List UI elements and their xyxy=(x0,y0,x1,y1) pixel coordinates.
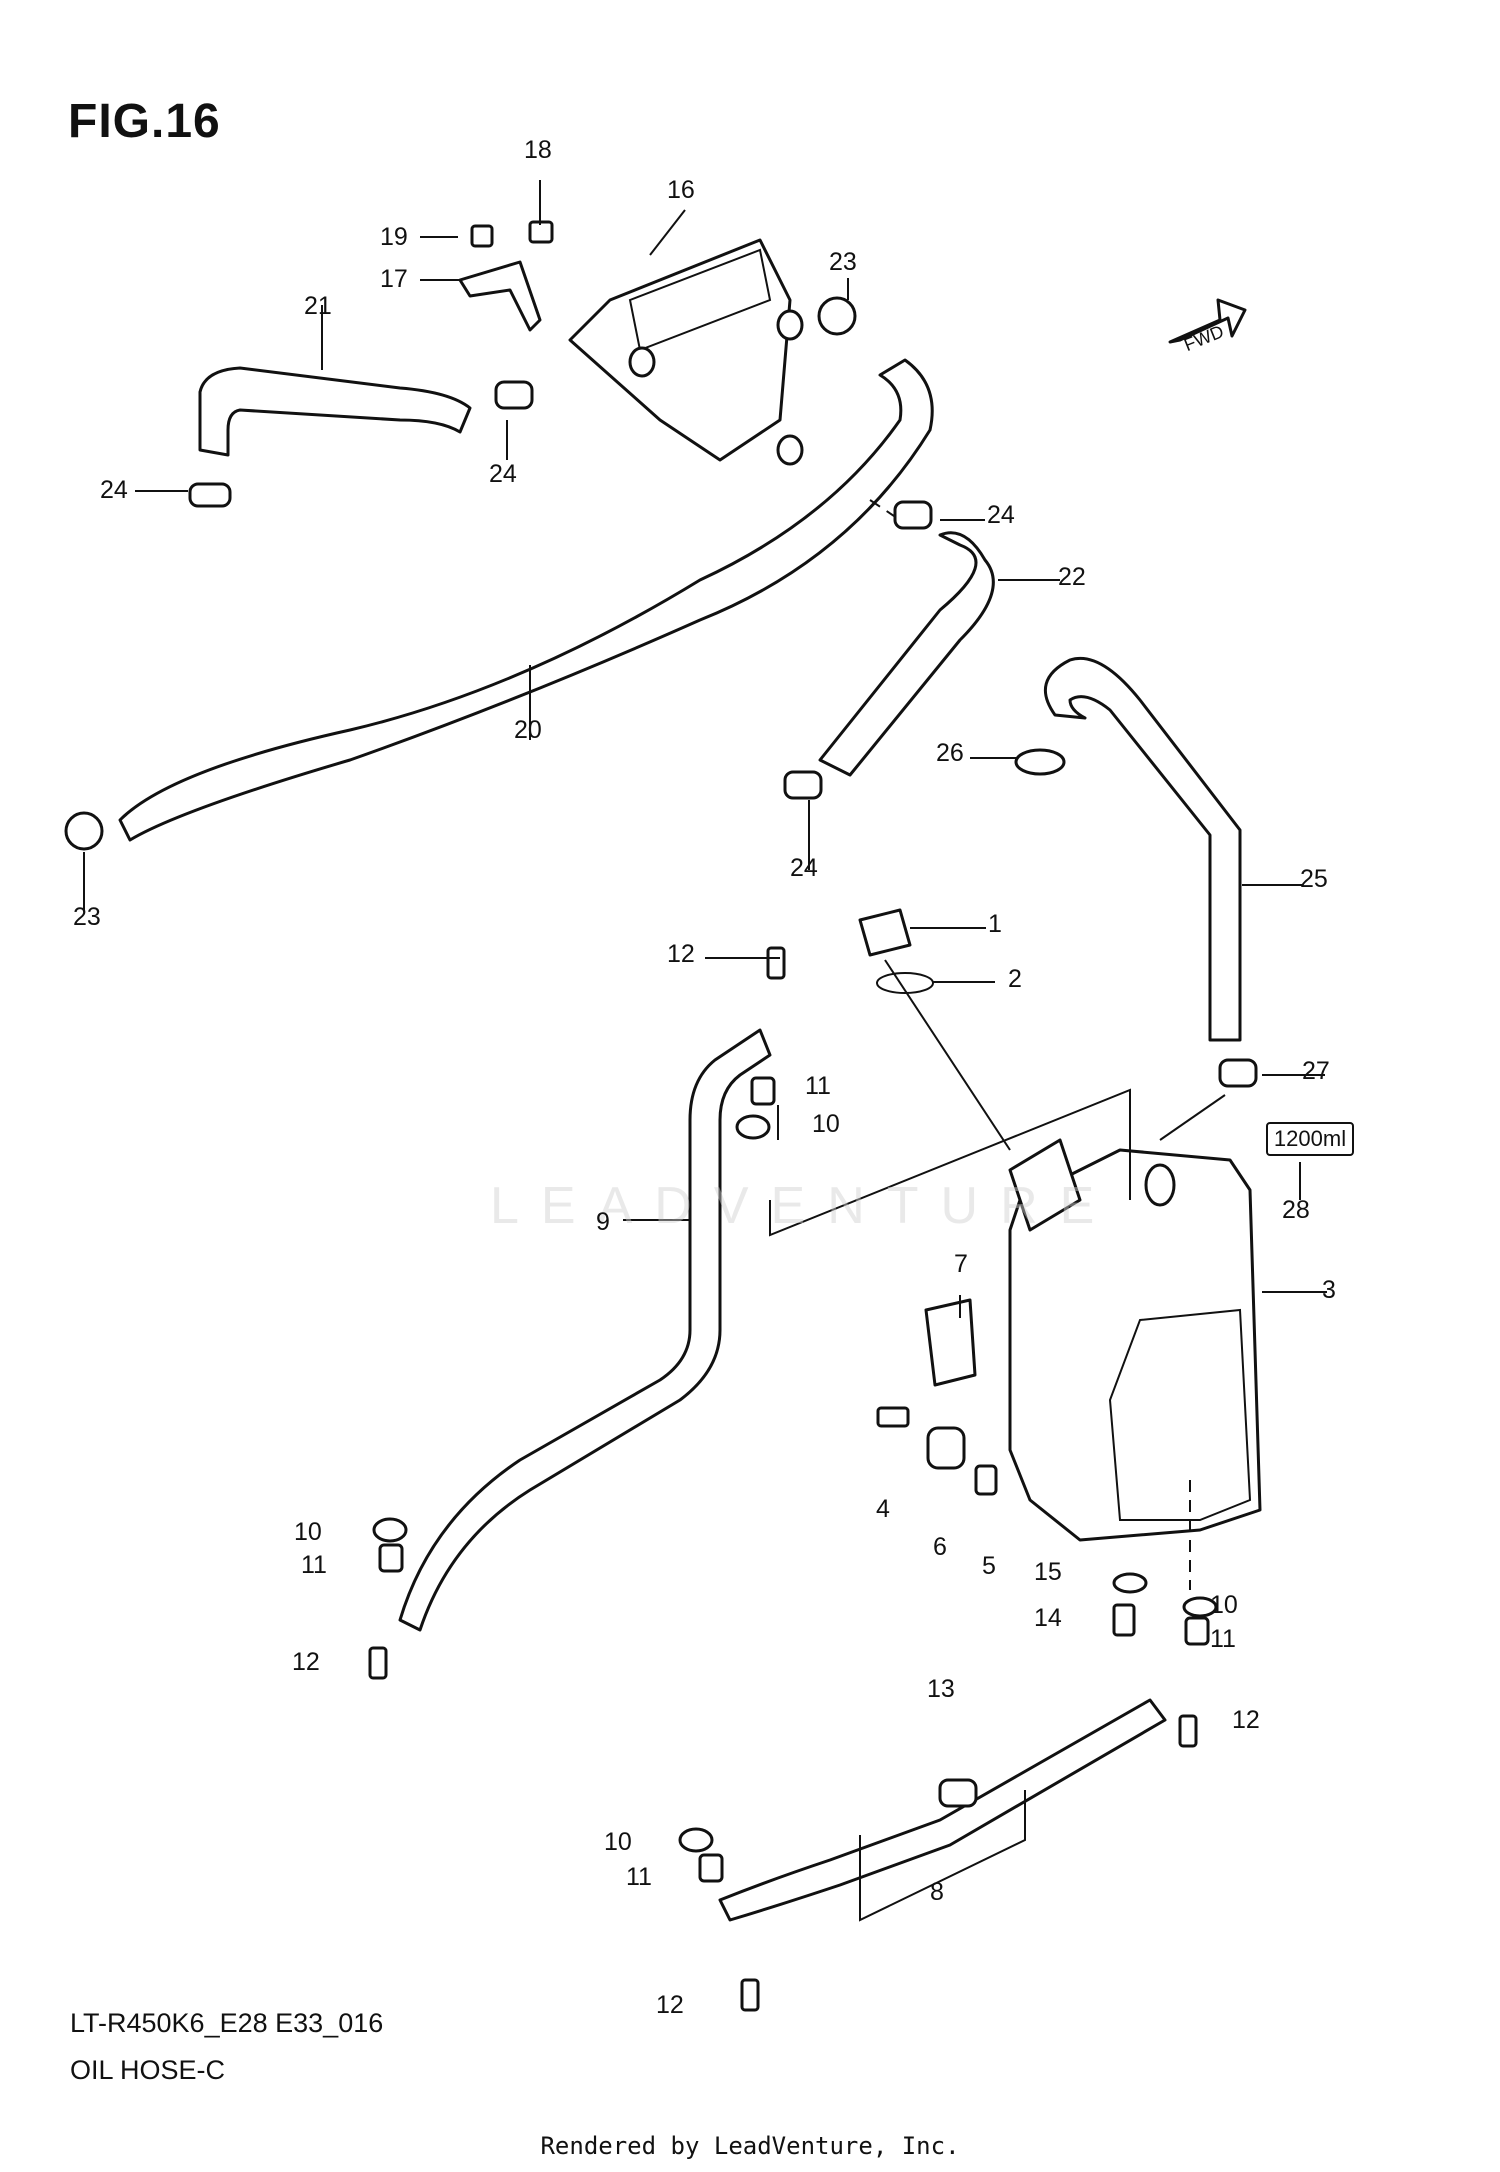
callout-28[interactable]: 28 xyxy=(1282,1196,1310,1224)
callout-3[interactable]: 3 xyxy=(1322,1276,1336,1304)
clamp-part xyxy=(188,482,232,508)
hose-25-part xyxy=(1044,656,1242,1042)
rendered-by-credit: Rendered by LeadVenture, Inc. xyxy=(540,2132,960,2160)
washer-part xyxy=(817,296,857,336)
watermark-text: LEADVENTURE xyxy=(490,1177,1117,1235)
clamp-part xyxy=(1218,1058,1258,1088)
callout-24d[interactable]: 24 xyxy=(790,854,818,882)
fitting-part xyxy=(378,1543,404,1573)
clamp-part xyxy=(783,770,823,800)
callout-20[interactable]: 20 xyxy=(514,716,542,744)
hose-22-part xyxy=(818,531,995,777)
callout-11c[interactable]: 11 xyxy=(1210,1625,1236,1653)
callout-26[interactable]: 26 xyxy=(936,739,964,767)
clamp-part xyxy=(494,380,534,410)
fitting-part xyxy=(698,1853,724,1883)
callout-24a[interactable]: 24 xyxy=(100,476,128,504)
model-code: LT-R450K6_E28 E33_016 xyxy=(70,2008,384,2038)
diagram-name: OIL HOSE-C xyxy=(70,2055,226,2085)
callout-22[interactable]: 22 xyxy=(1058,563,1086,591)
bolt-part xyxy=(1178,1714,1198,1748)
washer-part xyxy=(1182,1596,1218,1618)
plate-part xyxy=(924,1298,977,1387)
figure-title: FIG.16 xyxy=(68,95,221,148)
grommet-part xyxy=(926,1426,966,1470)
dipstick-part xyxy=(858,908,1011,1151)
callout-2[interactable]: 2 xyxy=(1008,965,1022,993)
oil-tank-part xyxy=(1008,1138,1262,1542)
breather-box-part xyxy=(568,238,804,466)
callout-27[interactable]: 27 xyxy=(1302,1057,1330,1085)
callout-24c[interactable]: 24 xyxy=(987,501,1015,529)
callout-7[interactable]: 7 xyxy=(954,1250,968,1278)
fwd-arrow-icon: FWD xyxy=(1168,298,1247,355)
callout-4[interactable]: 4 xyxy=(876,1495,890,1523)
callout-12c[interactable]: 12 xyxy=(1232,1706,1260,1734)
callout-12d[interactable]: 12 xyxy=(656,1991,684,2019)
callout-12b[interactable]: 12 xyxy=(292,1648,320,1676)
callout-11a[interactable]: 11 xyxy=(805,1072,831,1100)
callout-13[interactable]: 13 xyxy=(927,1675,955,1703)
callout-10b[interactable]: 10 xyxy=(294,1518,322,1546)
callout-25[interactable]: 25 xyxy=(1300,865,1328,893)
callout-5[interactable]: 5 xyxy=(982,1552,996,1580)
callout-21[interactable]: 21 xyxy=(304,292,332,320)
bolt-part xyxy=(876,1406,910,1428)
bolt-part xyxy=(368,1646,388,1680)
callout-14[interactable]: 14 xyxy=(1034,1604,1062,1632)
fitting-part xyxy=(750,1076,776,1106)
washer-part xyxy=(1014,748,1066,776)
leader-lines xyxy=(83,180,1327,1318)
callout-9[interactable]: 9 xyxy=(596,1208,610,1236)
hose-8-part xyxy=(718,1698,1167,1922)
callout-11d[interactable]: 11 xyxy=(626,1863,652,1891)
washer-part xyxy=(64,811,104,851)
callout-19[interactable]: 19 xyxy=(380,223,408,251)
bolt-part xyxy=(1112,1603,1136,1637)
leader-frame xyxy=(1159,1094,1226,1141)
callout-15[interactable]: 15 xyxy=(1034,1558,1062,1586)
hose-9-part xyxy=(398,1028,772,1632)
capacity-label: 1200ml xyxy=(1266,1122,1354,1156)
callout-23b[interactable]: 23 xyxy=(73,903,101,931)
hose-21-part xyxy=(198,366,472,457)
bracket-part xyxy=(458,220,554,332)
callout-8[interactable]: 8 xyxy=(930,1878,944,1906)
callout-10a[interactable]: 10 xyxy=(812,1110,840,1138)
washer-part xyxy=(735,1114,771,1140)
collar-part xyxy=(974,1464,998,1496)
callout-16[interactable]: 16 xyxy=(667,176,695,204)
callout-12a[interactable]: 12 xyxy=(667,940,695,968)
washer-part xyxy=(372,1517,408,1543)
bolt-part xyxy=(766,946,786,980)
hose-20-part xyxy=(118,358,934,842)
fitting-part xyxy=(1184,1616,1210,1646)
callout-1[interactable]: 1 xyxy=(988,910,1002,938)
leader-frame xyxy=(859,1790,1026,1922)
callout-23a[interactable]: 23 xyxy=(829,248,857,276)
callout-11b[interactable]: 11 xyxy=(301,1551,327,1579)
clamp-part xyxy=(893,500,933,530)
callout-6[interactable]: 6 xyxy=(933,1533,947,1561)
washer-part xyxy=(678,1827,714,1853)
callout-24b[interactable]: 24 xyxy=(489,460,517,488)
callout-10c[interactable]: 10 xyxy=(1210,1591,1238,1619)
leader-frame xyxy=(769,1088,1131,1237)
washer-part xyxy=(1112,1572,1148,1594)
callout-18[interactable]: 18 xyxy=(524,136,552,164)
callout-10d[interactable]: 10 xyxy=(604,1828,632,1856)
bolt-part xyxy=(740,1978,760,2012)
callout-17[interactable]: 17 xyxy=(380,265,408,293)
clamp-part xyxy=(938,1778,978,1808)
